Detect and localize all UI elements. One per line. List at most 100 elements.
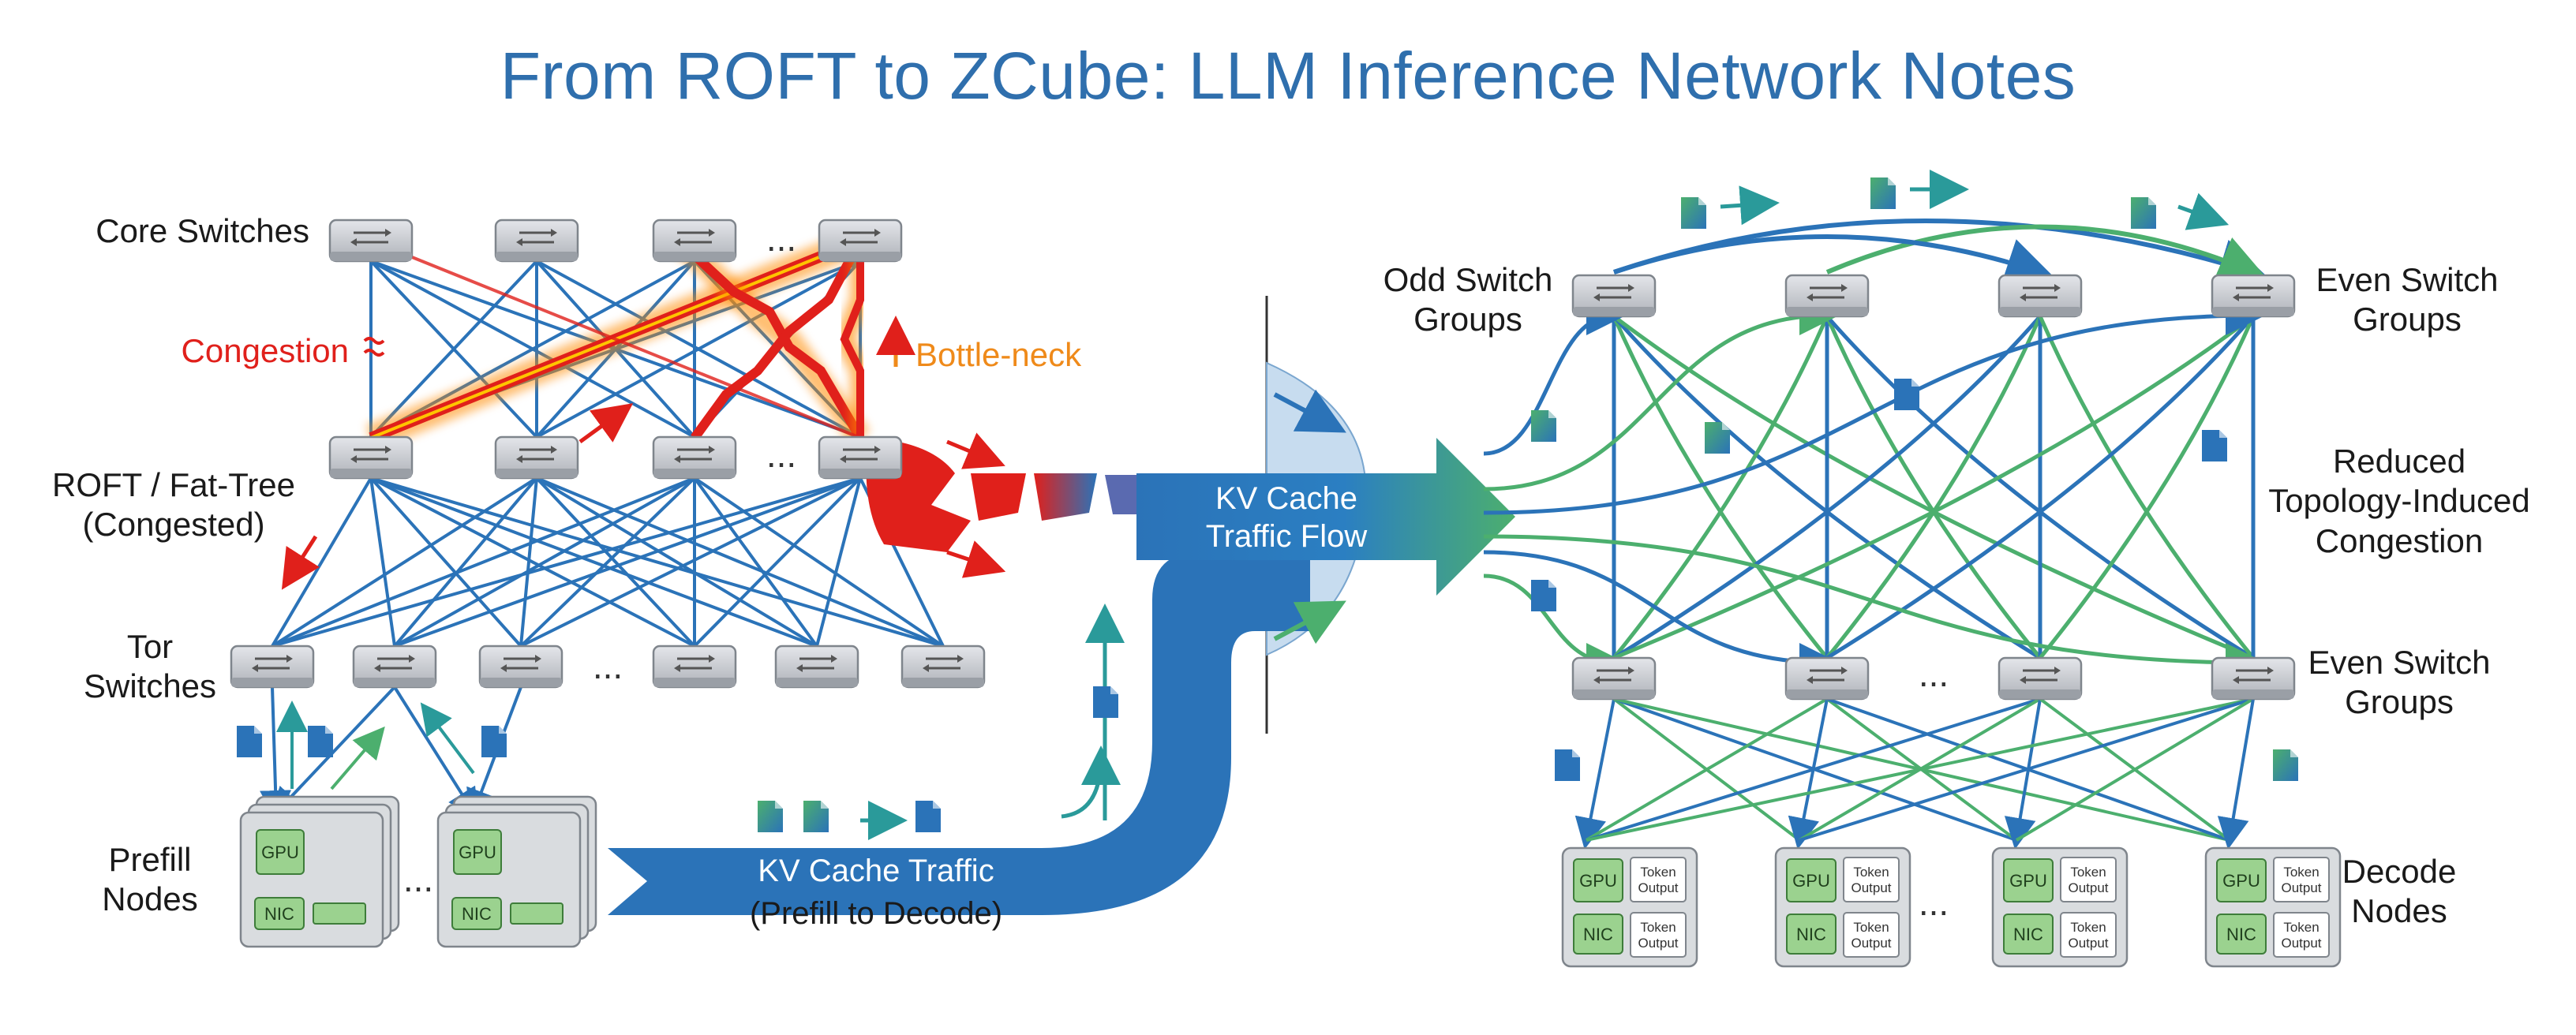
token-label: Token	[2070, 920, 2106, 935]
output-label: Output	[1638, 880, 1678, 895]
link	[1825, 315, 2255, 660]
link	[369, 477, 396, 647]
prefill-nodes: GPU NIC GPU NIC...	[239, 795, 597, 948]
gpu-label: GPU	[1579, 871, 1617, 891]
nic-label: NIC	[462, 904, 492, 924]
arrow	[2177, 192, 2230, 230]
ellipsis: ...	[766, 218, 796, 259]
nic-label: NIC	[1583, 925, 1613, 944]
link	[1574, 698, 1616, 850]
document-icon	[237, 726, 262, 757]
link	[271, 476, 538, 648]
token-output-box	[2273, 857, 2330, 902]
aggregation-switch	[328, 435, 414, 480]
gpu-chip	[1786, 858, 1837, 902]
output-label: Output	[2281, 936, 2321, 951]
tor-switch	[352, 645, 437, 689]
document-icon	[1870, 177, 1896, 209]
link	[1612, 315, 2254, 660]
document-icon	[2273, 749, 2298, 781]
link	[1825, 315, 2042, 659]
gpu-label: GPU	[459, 843, 496, 862]
nic-label: NIC	[264, 904, 294, 924]
link	[269, 686, 396, 820]
aggregation-switch	[494, 435, 579, 480]
link	[369, 476, 522, 648]
document-icon	[915, 801, 941, 832]
document-icon	[1681, 197, 1706, 229]
token-label: Token	[1640, 920, 1676, 935]
link	[535, 476, 696, 648]
document-icon	[803, 801, 829, 832]
odd-switch	[1998, 274, 2083, 318]
zcube-switches: ...	[1571, 274, 2296, 701]
nic-label: NIC	[2013, 925, 2043, 944]
output-label: Output	[1851, 880, 1891, 895]
decode-nodes: GPUNICTokenOutputTokenOutputGPUNICTokenO…	[1561, 846, 2342, 968]
link	[2217, 698, 2255, 850]
core-switch	[328, 219, 414, 263]
link	[519, 477, 538, 647]
link	[1483, 296, 2265, 515]
gpu-label: GPU	[261, 843, 299, 862]
link	[271, 476, 695, 648]
document-icon	[308, 726, 333, 757]
tor-switch	[900, 645, 986, 689]
link	[1483, 534, 2265, 682]
output-label: Output	[1638, 936, 1678, 951]
kv-cache-traffic-label: KV Cache Traffic	[758, 854, 994, 888]
nic-label: NIC	[2226, 925, 2256, 944]
link	[394, 476, 861, 648]
link	[1612, 315, 1829, 659]
zcube-doc-icons	[1531, 170, 2298, 781]
token-label: Token	[1853, 865, 1889, 880]
ellipsis: ...	[1919, 653, 1949, 694]
memory-module	[510, 902, 564, 925]
link	[1799, 697, 2254, 842]
nic-card	[451, 897, 502, 930]
prefill-node: GPU NIC	[239, 795, 400, 948]
ellipsis: ...	[766, 434, 796, 475]
link	[536, 476, 944, 648]
link	[1825, 224, 2267, 282]
link	[370, 476, 695, 648]
core-switch	[494, 219, 579, 263]
core-switches-label: Core Switches	[95, 212, 309, 249]
link	[260, 686, 292, 822]
link	[2015, 697, 2255, 842]
link	[535, 476, 818, 648]
link	[1613, 234, 2054, 285]
tor-switch	[652, 645, 737, 689]
nic-label: NIC	[1796, 925, 1826, 944]
aggregation-switch	[818, 435, 903, 480]
document-icon	[1531, 580, 1556, 611]
even-switch	[1571, 656, 1657, 701]
fat-tree-switches: .........	[230, 218, 986, 689]
even-switch	[1784, 656, 1870, 701]
link	[693, 476, 862, 648]
output-label: Output	[1851, 936, 1891, 951]
kv-flow	[608, 296, 1515, 915]
tor-switch	[230, 645, 315, 689]
nic-card	[1786, 914, 1837, 955]
link	[2038, 315, 2255, 659]
odd-switch	[1784, 274, 1870, 318]
gpu-label: GPU	[2222, 871, 2260, 891]
link	[1483, 296, 1839, 491]
prefill-node: GPU NIC	[436, 795, 597, 948]
document-icon	[1894, 379, 1919, 410]
ellipsis: ...	[403, 858, 433, 899]
link	[1825, 315, 2042, 659]
link	[1586, 697, 2041, 842]
